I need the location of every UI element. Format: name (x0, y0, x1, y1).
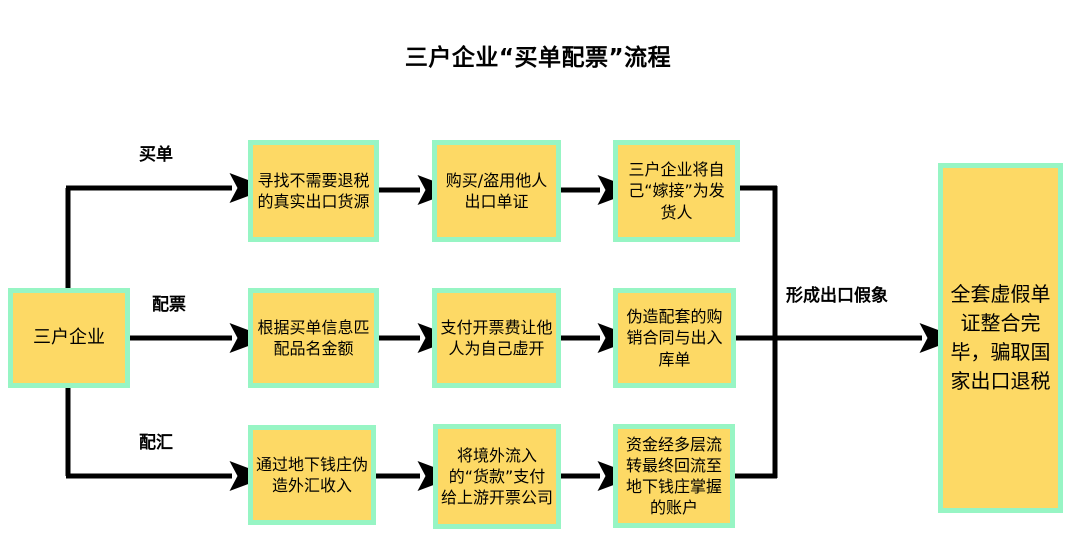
node-row2-step1-label: 根据买单信息匹配品名金额 (257, 317, 370, 358)
edge-label-merge: 形成出口假象 (786, 286, 888, 306)
node-row2-step2-label: 支付开票费让他人为自己虚开 (440, 317, 553, 358)
node-row3-step3[interactable]: 资金经多层流转最终回流至地下钱庄掌握的账户 (613, 424, 735, 528)
node-final-outcome[interactable]: 全套虚假单证整合完毕，骗取国家出口退税 (938, 163, 1063, 513)
edge-label-row3: 配汇 (139, 433, 173, 453)
node-row2-step3[interactable]: 伪造配套的购销合同与出入库单 (613, 288, 736, 388)
node-row2-step1[interactable]: 根据买单信息匹配品名金额 (248, 288, 379, 388)
edge-label-row2: 配票 (152, 295, 186, 315)
page-title: 三户企业“买单配票”流程 (404, 45, 672, 71)
row-step-connectors (376, 175, 638, 491)
node-start-company[interactable]: 三户企业 (8, 288, 130, 388)
node-final-label: 全套虚假单证整合完毕，骗取国家出口退税 (950, 282, 1051, 393)
node-row3-step1[interactable]: 通过地下钱庄伪造外汇收入 (248, 425, 376, 525)
node-row1-step2-label: 购买/盗用他人出口单证 (445, 170, 548, 211)
node-row2-step2[interactable]: 支付开票费让他人为自己虚开 (432, 288, 561, 388)
node-start-label: 三户企业 (33, 327, 105, 349)
node-row3-step2-label: 将境外流入的“货款”支付给上游开票公司 (441, 445, 554, 508)
right-merge-connectors (735, 185, 960, 479)
node-row3-step3-label: 资金经多层流转最终回流至地下钱庄掌握的账户 (625, 434, 722, 518)
node-row3-step2[interactable]: 将境外流入的“货款”支付给上游开票公司 (433, 424, 561, 529)
node-row3-step1-label: 通过地下钱庄伪造外汇收入 (256, 454, 369, 495)
node-row1-step3[interactable]: 三户企业将自己“嫁接”为发货人 (613, 140, 740, 242)
node-row1-step1-label: 寻找不需要退税的真实出口货源 (257, 170, 370, 211)
edge-label-row1: 买单 (139, 145, 173, 165)
node-row1-step1[interactable]: 寻找不需要退税的真实出口货源 (248, 140, 379, 242)
node-row1-step3-label: 三户企业将自己“嫁接”为发货人 (628, 160, 725, 222)
node-row2-step3-label: 伪造配套的购销合同与出入库单 (626, 307, 723, 369)
node-row1-step2[interactable]: 购买/盗用他人出口单证 (432, 140, 561, 242)
